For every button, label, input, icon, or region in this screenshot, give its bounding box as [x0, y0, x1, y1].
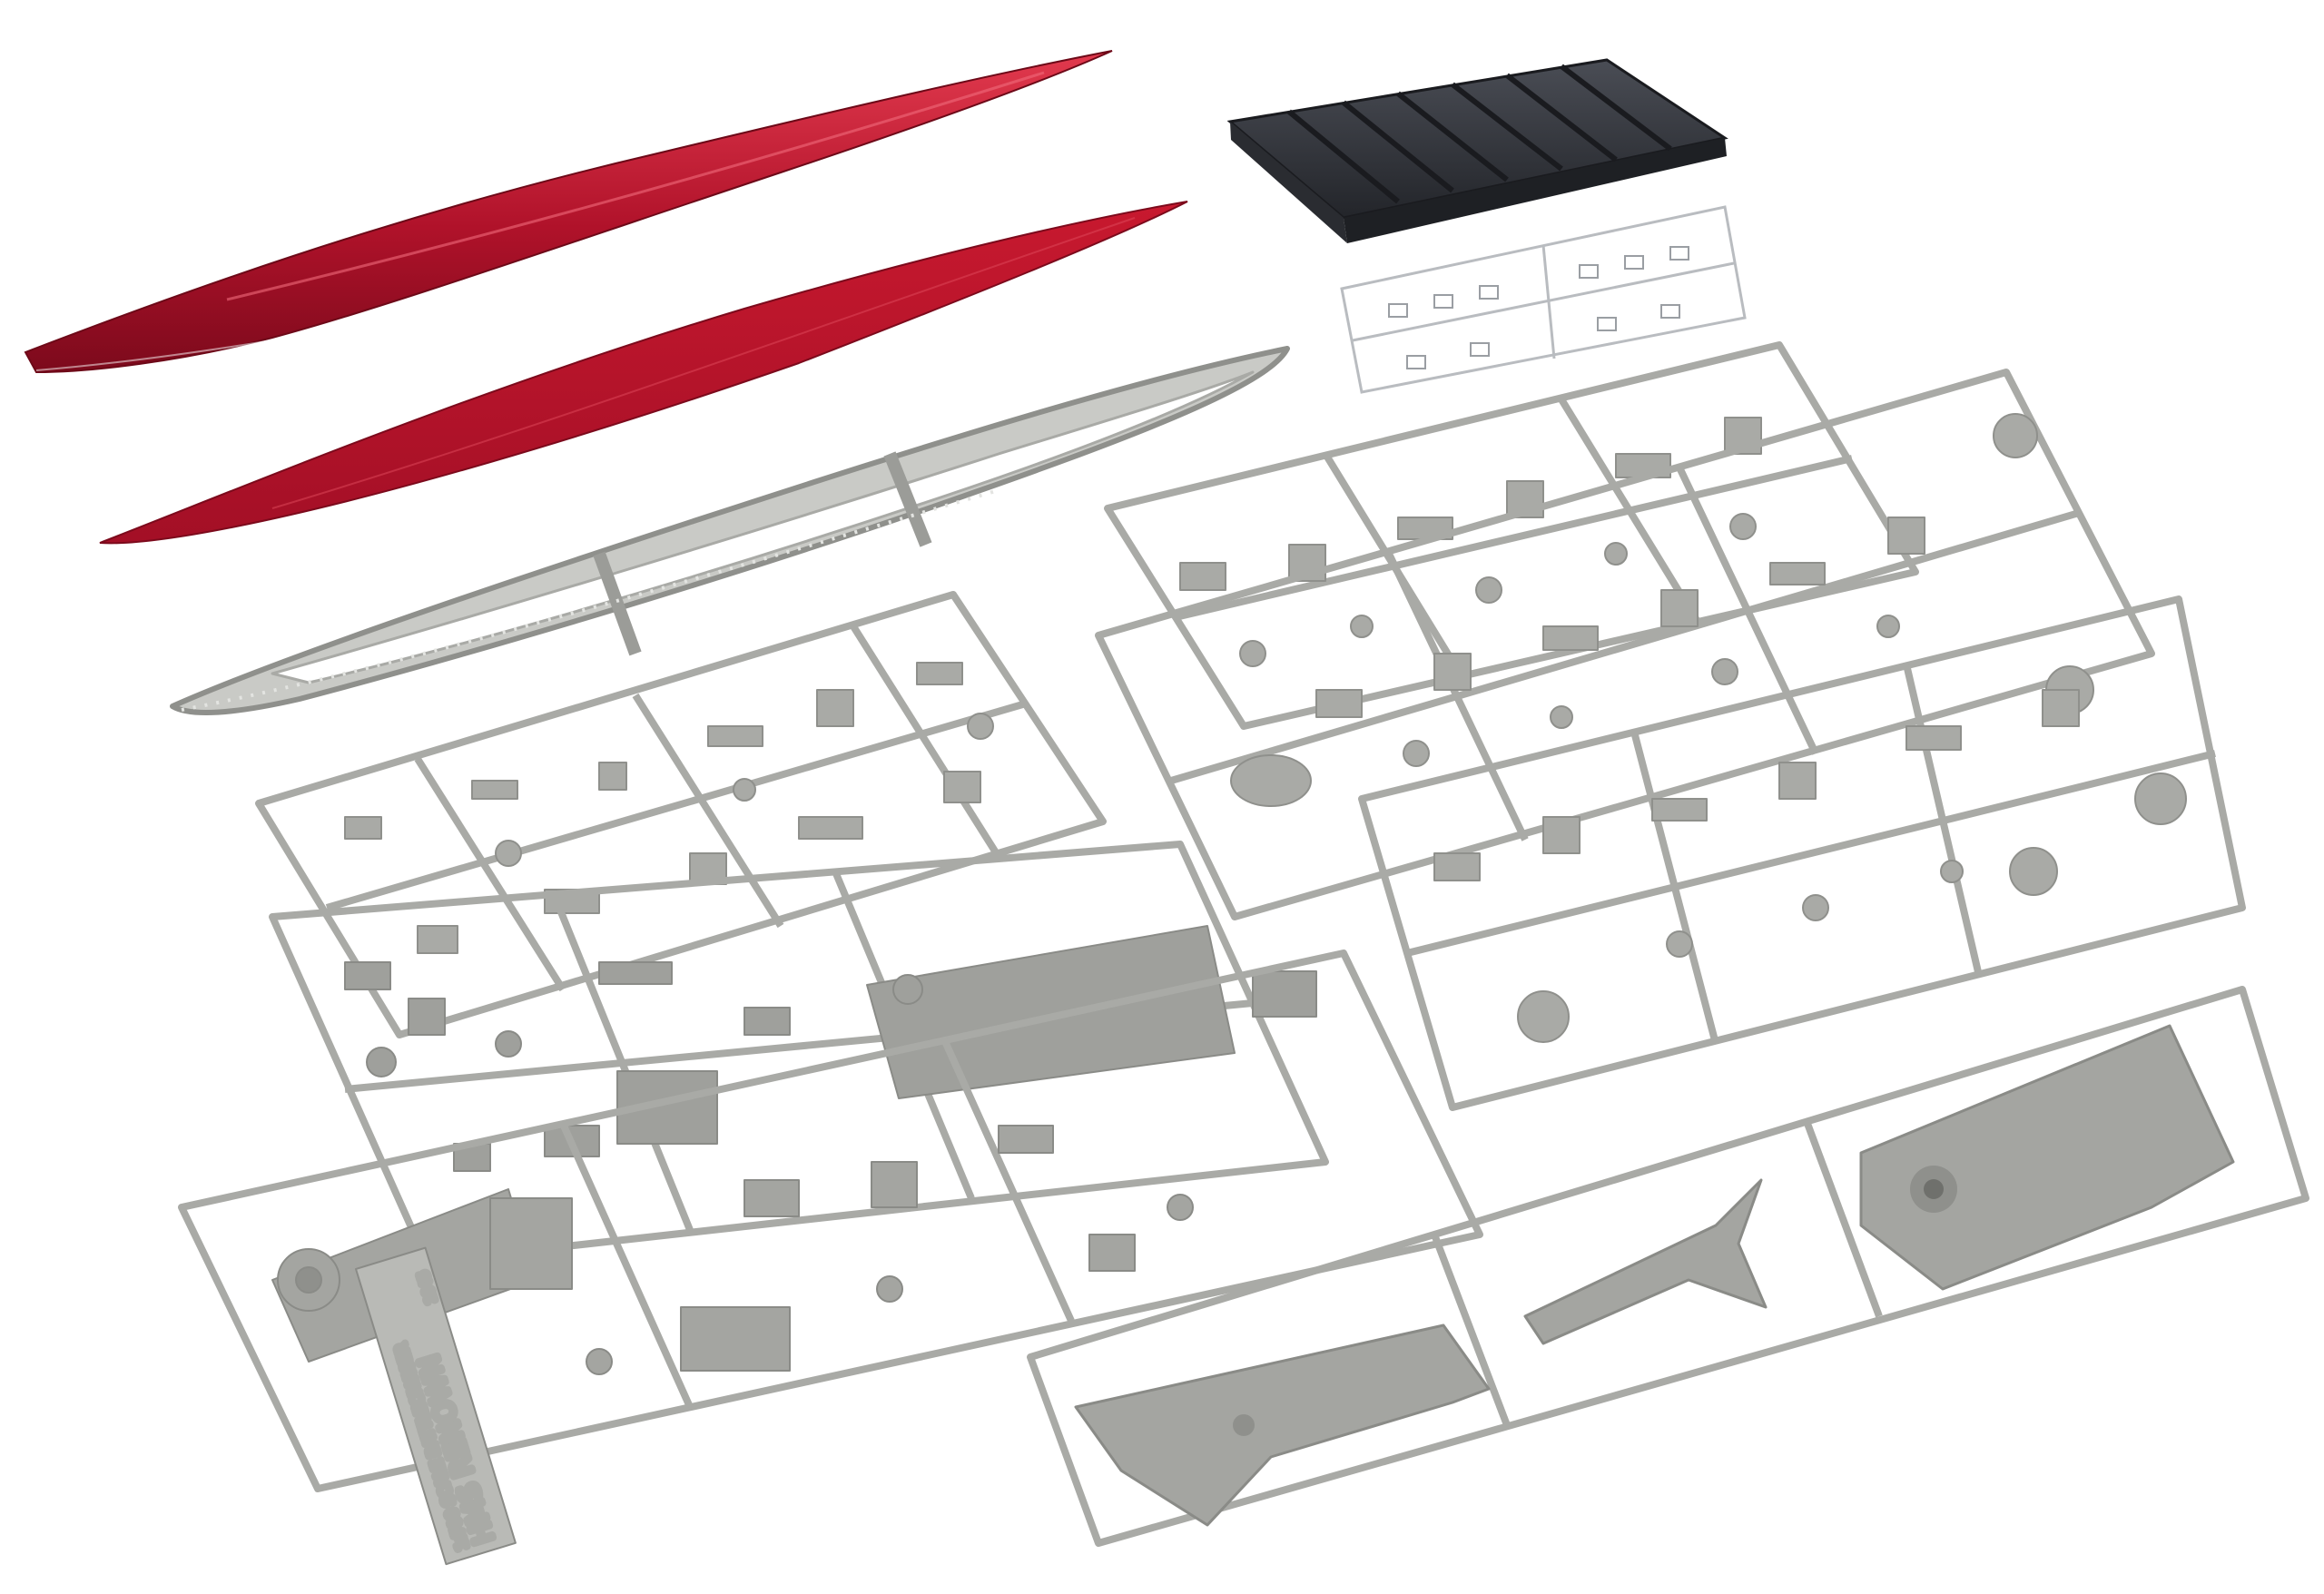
grey-hull-frame — [170, 346, 1290, 715]
deck-piece-stern — [1859, 1024, 2235, 1291]
clear-parts-sprue — [1340, 205, 1747, 394]
red-hull-lower — [99, 201, 1188, 545]
deck-sprue — [1027, 986, 2309, 1547]
deck-piece-bow — [1074, 1323, 1491, 1527]
sprue-tree-left-upper — [255, 591, 1107, 1038]
sprue-tree-left-lower — [269, 841, 1329, 1265]
sprue-tree-bottom-left: HMS RENOWN 1:700 SCALE BATTLECRUISER 194… — [178, 950, 1483, 1566]
sprue-tree-right-lower — [1358, 595, 2246, 1111]
deck-piece-mid — [1523, 1178, 1768, 1345]
display-stand — [1226, 58, 1728, 243]
red-hull-upper — [24, 50, 1113, 374]
sprue-tree-right-upper — [1104, 341, 1919, 730]
